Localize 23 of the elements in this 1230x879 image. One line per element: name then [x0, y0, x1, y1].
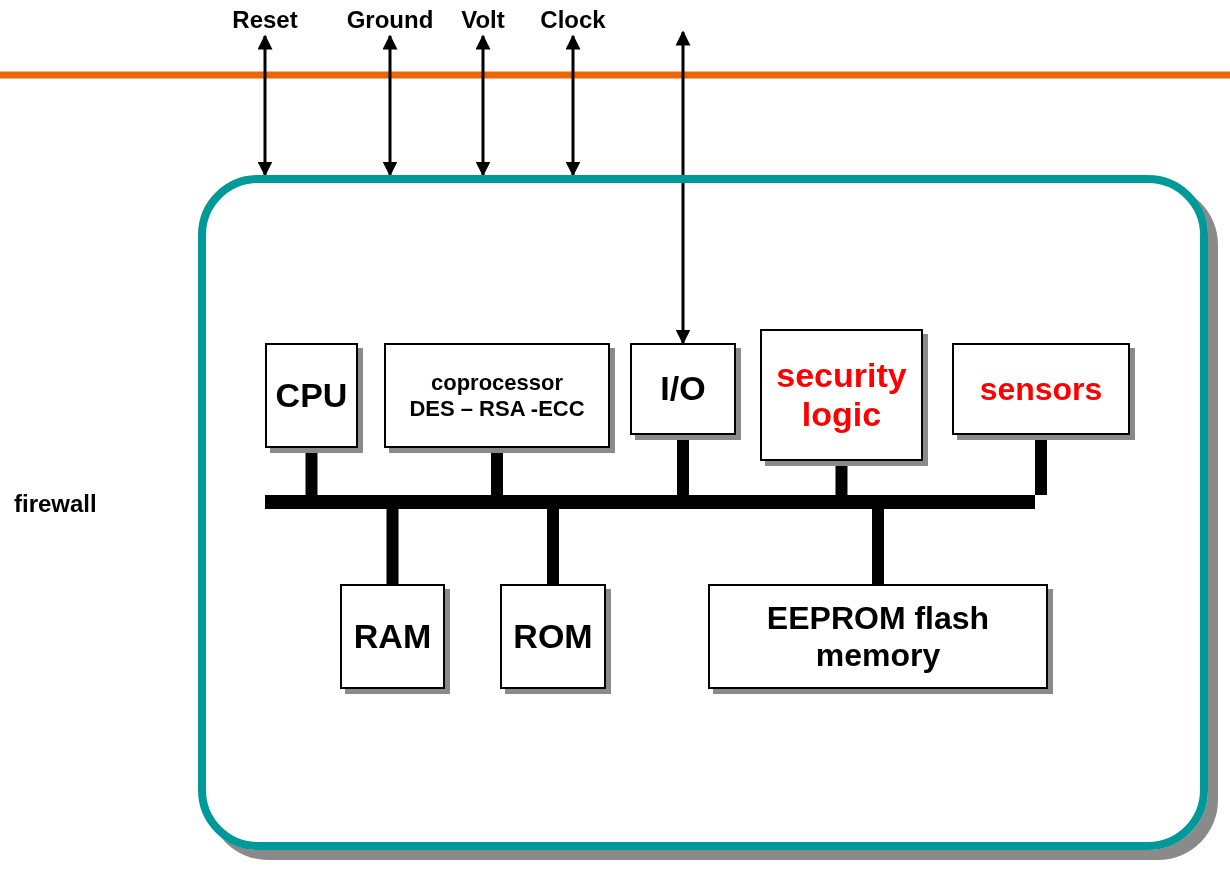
signal-label: Clock: [528, 4, 618, 36]
bus-bar: [265, 495, 1035, 509]
arrow: [565, 34, 581, 177]
arrow: [475, 34, 491, 177]
component-label: ROM: [513, 616, 593, 657]
component-label: security logic: [775, 355, 908, 435]
component-label: coprocessor: [430, 370, 564, 396]
firewall-label: firewall: [14, 490, 97, 518]
component-label: DES – RSA -ECC: [409, 395, 585, 421]
bus-line: [872, 509, 884, 584]
component-label: CPU: [275, 375, 348, 416]
arrow: [382, 34, 398, 177]
signal-label: Ground: [338, 4, 442, 36]
component-label: I/O: [660, 369, 706, 409]
component-label: RAM: [353, 616, 432, 657]
signal-label: Reset: [222, 4, 308, 36]
arrow: [257, 34, 273, 177]
component-label: EEPROM flash memory: [765, 599, 991, 674]
bus-line: [386, 509, 399, 584]
bus-line: [547, 509, 559, 584]
arrow: [675, 30, 691, 345]
signal-label: Volt: [452, 4, 514, 36]
component-label: sensors: [979, 370, 1103, 408]
